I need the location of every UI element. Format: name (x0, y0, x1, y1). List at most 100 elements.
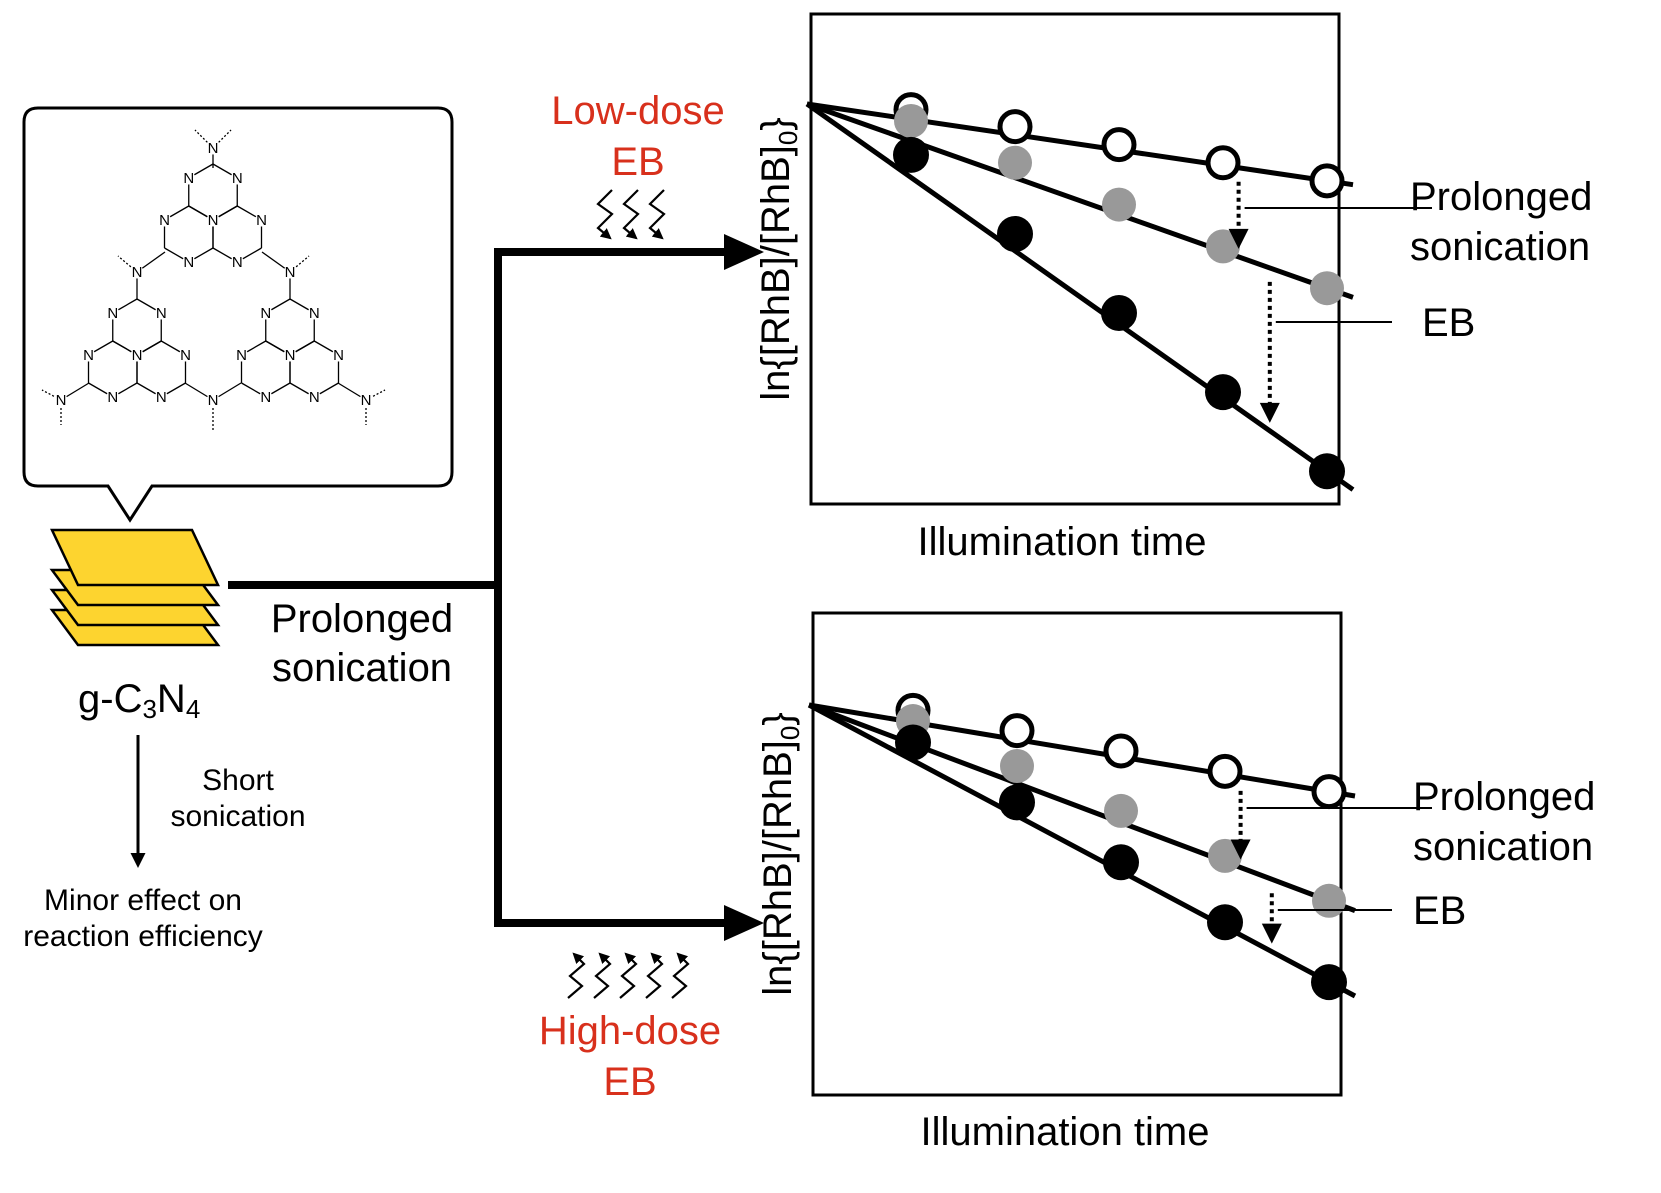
nitrogen-atom: N (180, 347, 191, 364)
nitrogen-atom: N (309, 389, 320, 406)
data-point-open (1205, 145, 1241, 181)
low-dose-electron-beam-icon (596, 189, 666, 240)
nitrogen-atom: N (156, 389, 167, 406)
electron-beam-arrow (671, 952, 690, 999)
electron-beam-arrow (648, 189, 666, 240)
fit-line-black (805, 101, 1355, 492)
data-point-open (1309, 163, 1345, 199)
nitrogen-atom: N (208, 212, 219, 229)
data-point-gray (1310, 271, 1344, 306)
data-point-open (1103, 733, 1139, 769)
x-axis-label: Illumination time (920, 1110, 1209, 1154)
nitrogen-atom: N (232, 170, 243, 187)
data-point-open (1311, 774, 1347, 810)
y-axis-label: ln{[RhB]/[RhB]0} (754, 117, 803, 401)
minor-effect-label-1: Minor effect on (44, 884, 242, 917)
nitrogen-atom: N (132, 264, 143, 281)
electron-beam-arrow (596, 189, 614, 240)
data-point-black (999, 784, 1035, 821)
electron-beam-arrow (645, 952, 664, 999)
data-point-black (1207, 904, 1243, 941)
nitrogen-atom: N (132, 347, 143, 364)
annotation-prolonged-sonication: Prolonged (1413, 775, 1595, 819)
nitrogen-atom: N (285, 347, 296, 364)
nitrogen-atom: N (236, 347, 247, 364)
electron-beam-arrow (619, 952, 638, 999)
data-point-open (999, 713, 1035, 749)
plot-frame (811, 611, 1343, 1097)
prolonged-sonication-label-1: Prolonged (271, 597, 453, 641)
nitrogen-atom: N (183, 170, 194, 187)
g-c3n4-molecular-structure: N N N N N N N N N N N N N N N N N N N N N N N N N N N (41, 129, 386, 430)
nitrogen-atom: N (83, 347, 94, 364)
nitrogen-atom: N (156, 305, 167, 322)
nitrogen-atom: N (285, 264, 296, 281)
high-dose-eb-label-2: EB (603, 1060, 656, 1104)
data-point-open (1207, 753, 1243, 789)
nitrogen-atom: N (309, 305, 320, 322)
nitrogen-atom: N (333, 347, 344, 364)
plot-frame (809, 12, 1341, 506)
nitrogen-atom: N (183, 254, 194, 271)
fit-line-gray (806, 101, 1354, 300)
nitrogen-atom: N (361, 392, 372, 409)
nitrogen-atom: N (159, 212, 170, 229)
material-label: g-C3N4 (78, 677, 200, 724)
layer-sheet (50, 528, 220, 587)
annotation-prolonged-sonication: sonication (1410, 225, 1590, 269)
low-dose-eb-label-1: Low-dose (551, 89, 724, 133)
data-point-gray (998, 145, 1032, 180)
annotation-prolonged-sonication: Prolonged (1410, 175, 1592, 219)
nitrogen-atom: N (107, 389, 118, 406)
short-sonication-label-1: Short (202, 764, 274, 797)
data-point-gray (1206, 229, 1240, 264)
prolonged-sonication-label-2: sonication (272, 646, 452, 690)
fit-line-open (806, 101, 1354, 188)
data-point-black (1101, 295, 1137, 332)
nitrogen-atom: N (107, 305, 118, 322)
nitrogen-atom: N (208, 140, 219, 157)
short-sonication-label-2: sonication (170, 800, 305, 833)
high-dose-arrowhead (724, 905, 764, 941)
structure-callout (22, 106, 454, 523)
data-point-gray (894, 103, 928, 138)
data-point-black (1103, 844, 1139, 881)
y-axis-label: ln{[RhB]/[RhB]0} (756, 712, 805, 996)
high-dose-eb-label-1: High-dose (539, 1009, 721, 1053)
data-point-gray (1000, 748, 1034, 783)
nitrogen-atom: N (260, 389, 271, 406)
low-dose-arrowhead (724, 234, 764, 270)
nitrogen-atom: N (208, 392, 219, 409)
data-point-gray (1312, 883, 1346, 918)
electron-beam-arrow (567, 952, 586, 999)
data-point-open (997, 109, 1033, 145)
data-point-black (895, 724, 931, 761)
x-axis-label: Illumination time (917, 520, 1206, 564)
annotation-eb: EB (1413, 889, 1466, 933)
electron-beam-arrow (622, 189, 640, 240)
main-process-path (228, 234, 764, 941)
data-point-black (997, 215, 1033, 252)
g-c3n4-layers-icon (49, 528, 221, 647)
annotation-eb: EB (1422, 301, 1475, 345)
nitrogen-atom: N (232, 254, 243, 271)
data-point-gray (1104, 793, 1138, 828)
data-point-gray (1208, 838, 1242, 873)
nitrogen-atom: N (56, 392, 67, 409)
data-point-gray (1102, 187, 1136, 222)
data-point-black (1311, 964, 1347, 1001)
high-dose-electron-beam-icon (567, 952, 690, 999)
annotation-prolonged-sonication: sonication (1413, 825, 1593, 869)
data-point-black (1205, 374, 1241, 411)
electron-beam-arrow (593, 952, 612, 999)
low-dose-eb-label-2: EB (611, 140, 664, 184)
nitrogen-atom: N (256, 212, 267, 229)
data-point-black (893, 136, 929, 173)
data-point-open (1101, 127, 1137, 163)
data-point-black (1309, 453, 1345, 490)
nitrogen-atom: N (260, 305, 271, 322)
minor-effect-label-2: reaction efficiency (23, 920, 263, 953)
